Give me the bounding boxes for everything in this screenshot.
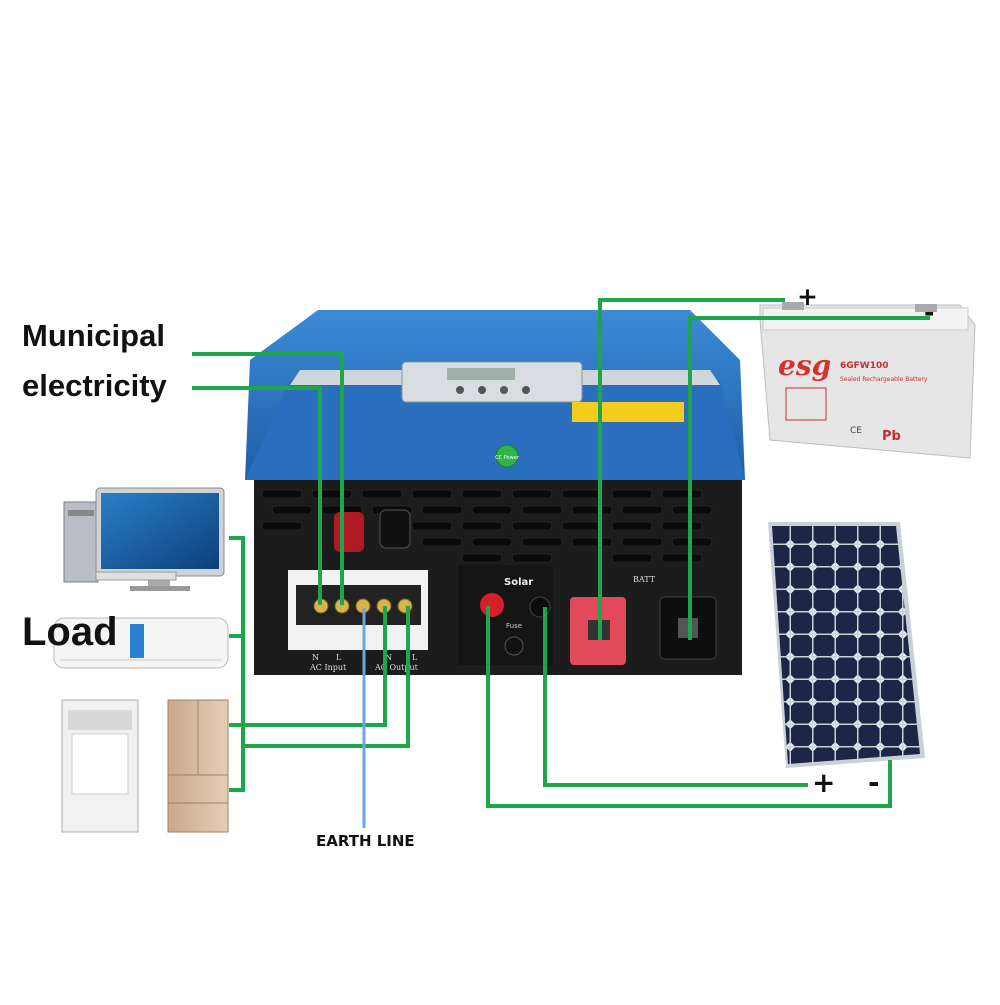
terminal-n-input: N: [312, 653, 319, 662]
battery-minus-sign: -: [924, 298, 935, 327]
wire-municipal-l: [192, 352, 344, 605]
washing-machine-icon: [61, 699, 139, 833]
desktop-computer-icon: [63, 487, 225, 591]
terminal-n-output: N: [385, 653, 392, 662]
solar-positive-terminal: [480, 593, 504, 617]
power-indicator-label: CC Power: [495, 455, 520, 461]
solar-panel-icon: [768, 522, 925, 768]
wire-solar-positive: [486, 606, 892, 808]
battery-ce: CE: [850, 426, 862, 436]
air-conditioner-icon: [53, 617, 229, 669]
ac-breaker-red: [334, 512, 364, 552]
batt-label: BATT: [633, 575, 656, 584]
municipal-label-line2: electricity: [22, 368, 167, 403]
inverter: CC Power N L N L AC Input AC Output Sola…: [245, 310, 745, 675]
ac-input-label: AC Input: [309, 663, 347, 672]
load-label: Load: [22, 610, 118, 654]
wire-load-bus: [229, 536, 245, 792]
terminal-l-input: L: [336, 653, 342, 662]
wires: [192, 298, 930, 808]
ac-output-label: AC Output: [374, 663, 419, 672]
battery-icon: esg 6GFW100 Sealed Rechargeable Battery …: [759, 302, 976, 459]
wire-load-n: [229, 606, 387, 727]
wire-solar-negative: [543, 607, 808, 787]
earth-line-label: EARTH LINE: [316, 832, 415, 850]
wire-battery-positive: [598, 298, 785, 640]
battery-plus-sign: +: [797, 282, 818, 311]
battery-model: 6GFW100: [840, 361, 889, 371]
power-indicator: [495, 444, 519, 468]
terminal-l-output: L: [412, 653, 418, 662]
municipal-label-line1: Municipal: [22, 318, 165, 353]
wire-battery-negative: [688, 316, 930, 640]
refrigerator-icon: [167, 699, 229, 833]
battery-subtitle: Sealed Rechargeable Battery: [840, 376, 928, 383]
ac-breaker-black: [379, 509, 411, 549]
warning-sticker: [572, 402, 684, 422]
battery-pb: Pb: [882, 429, 901, 444]
solar-label: Solar: [504, 577, 533, 588]
panel-plus-sign: +: [812, 766, 836, 799]
panel-minus-sign: -: [868, 766, 880, 799]
wire-municipal-n: [192, 386, 322, 605]
wire-load-l: [243, 606, 410, 748]
battery-brand: esg: [778, 349, 831, 382]
fuse-label: Fuse: [506, 622, 522, 630]
